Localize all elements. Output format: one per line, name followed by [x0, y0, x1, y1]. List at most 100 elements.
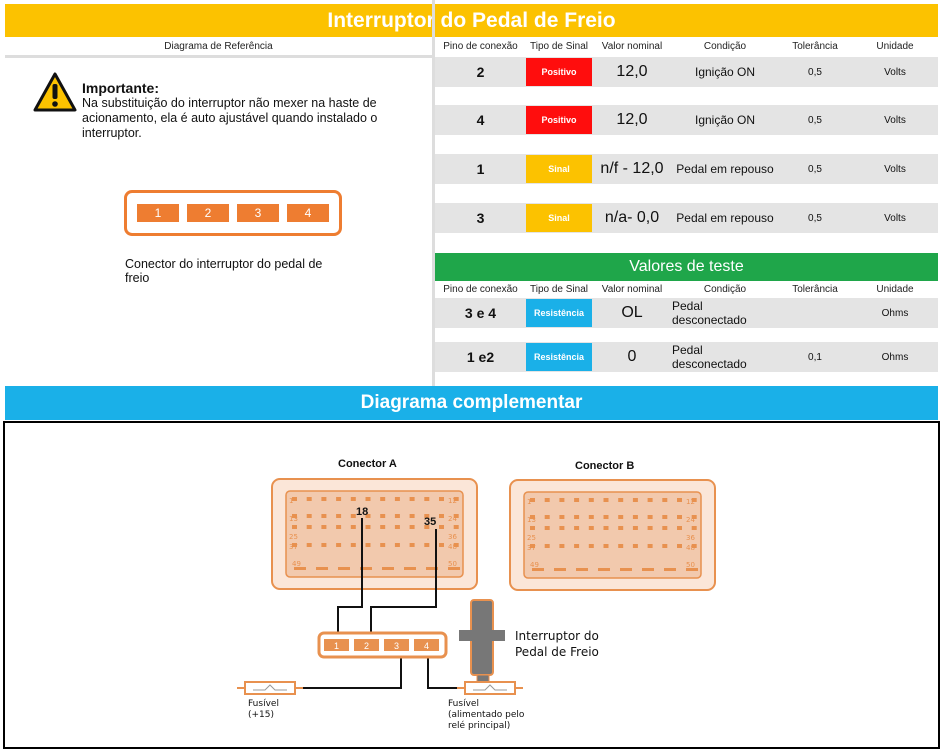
- brake-switch-icon: [476, 674, 490, 683]
- pin-pad: [691, 544, 697, 548]
- col-tolerance: Tolerância: [792, 41, 838, 52]
- pin-pad: [336, 514, 342, 518]
- unit-cell: Ohms: [881, 351, 909, 363]
- pin-pad: [544, 526, 550, 530]
- pin-pad: [603, 544, 609, 548]
- unit-cell: Ohms: [881, 307, 909, 319]
- signal-badge: Resistência: [526, 343, 592, 371]
- fuse-icon: [464, 681, 516, 695]
- pin-pad: [574, 498, 580, 502]
- fuse-icon: [473, 684, 507, 691]
- pin-35-label: 35: [424, 516, 437, 528]
- pin-pad: [544, 515, 550, 519]
- col-value: Valor nominal: [601, 41, 663, 52]
- pin-pad: [424, 497, 430, 501]
- pin-pad: [647, 498, 653, 502]
- test-values-title: Valores de teste: [435, 253, 938, 281]
- pin-pad: [664, 568, 676, 571]
- tolerance-cell: 0,5: [808, 66, 822, 78]
- pin-pad: [574, 515, 580, 519]
- pin-pad: [647, 544, 653, 548]
- tolerance-cell: 0,1: [808, 351, 822, 363]
- connector-pin-3: 3: [237, 204, 279, 222]
- pin-pad: [426, 567, 438, 570]
- pin-pad: [453, 525, 459, 529]
- condition-cell: Ignição ON: [694, 113, 756, 127]
- fuse-icon: [253, 684, 287, 691]
- col-condition: Condição: [703, 284, 747, 295]
- pin-pad: [530, 526, 535, 530]
- pin-pad: [686, 568, 698, 571]
- pin-pad: [350, 497, 356, 501]
- pin-pad: [588, 498, 594, 502]
- pin-pad: [360, 567, 372, 570]
- connector-pin-2: 2: [187, 204, 229, 222]
- warning-icon: [33, 72, 77, 117]
- switch-pin-number: 1: [334, 641, 339, 651]
- tolerance-cell: 0,5: [808, 114, 822, 126]
- condition-cell: Pedal desconectado: [672, 299, 747, 327]
- pin-pad: [453, 543, 459, 547]
- condition-cell: Pedal em repouso: [676, 211, 774, 225]
- connector-a-body: [285, 490, 464, 578]
- pin-pad: [321, 525, 327, 529]
- pin-pad: [559, 498, 565, 502]
- pin-pad: [632, 498, 638, 502]
- pin-pad: [662, 498, 668, 502]
- pin-pad: [554, 568, 566, 571]
- pin-pad: [321, 497, 327, 501]
- fuse-1-label: Fusível(+15): [248, 699, 279, 721]
- fuse-1-text: (+15): [248, 710, 275, 720]
- col-value: Valor nominal: [601, 284, 663, 295]
- value-cell: 0: [627, 348, 637, 365]
- pin-pad: [576, 568, 588, 571]
- pin-pad: [321, 543, 327, 547]
- pin-pad: [662, 515, 668, 519]
- test-table-header: Pino de conexão Tipo de Sinal Valor nomi…: [435, 282, 938, 297]
- page-title: Interruptor do Pedal de Freio: [5, 4, 938, 37]
- col-tolerance: Tolerância: [792, 284, 838, 295]
- pin-number: 13: [527, 516, 536, 524]
- unit-cell: Volts: [884, 212, 906, 224]
- value-cell: 12,0: [616, 63, 648, 80]
- pin-pad: [647, 515, 653, 519]
- pin-pad: [530, 515, 535, 519]
- connector-pin-1: 1: [137, 204, 179, 222]
- switch-pin-number: 2: [364, 641, 369, 651]
- pin-pad: [292, 514, 297, 518]
- switch-label: Interruptor do: [515, 629, 599, 643]
- pin-pad: [691, 515, 697, 519]
- col-condition: Condição: [703, 41, 747, 52]
- pin-pad: [350, 525, 356, 529]
- unit-cell: Volts: [884, 163, 906, 175]
- fuse-1-text: Fusível: [248, 699, 279, 709]
- signal-badge: Resistência: [526, 299, 592, 327]
- tolerance-cell: 0,5: [808, 212, 822, 224]
- pin-pad: [603, 515, 609, 519]
- tolerance-cell: 0,5: [808, 163, 822, 175]
- pin-pad: [292, 525, 297, 529]
- pin-number: 50: [448, 560, 457, 568]
- pin-cell: 3 e 4: [464, 305, 497, 321]
- pin-pad: [691, 526, 697, 530]
- connector-b-label: Conector B: [575, 460, 635, 472]
- pin-pad: [453, 514, 459, 518]
- pin-pad: [316, 567, 328, 570]
- pin-pad: [530, 498, 535, 502]
- col-pin: Pino de conexão: [443, 41, 518, 52]
- divider: [432, 0, 435, 386]
- pin-pad: [677, 526, 682, 530]
- col-signal: Tipo de Sinal: [530, 41, 588, 52]
- pin-pad: [530, 544, 535, 548]
- pin-pad: [424, 543, 430, 547]
- pin-pad: [559, 515, 565, 519]
- pin-pad: [662, 544, 668, 548]
- pin-pad: [532, 568, 544, 571]
- pin-pad: [306, 543, 312, 547]
- value-cell: OL: [621, 304, 643, 321]
- connector-b-body: [523, 491, 702, 579]
- wire: [292, 651, 402, 689]
- col-pin: Pino de conexão: [443, 284, 518, 295]
